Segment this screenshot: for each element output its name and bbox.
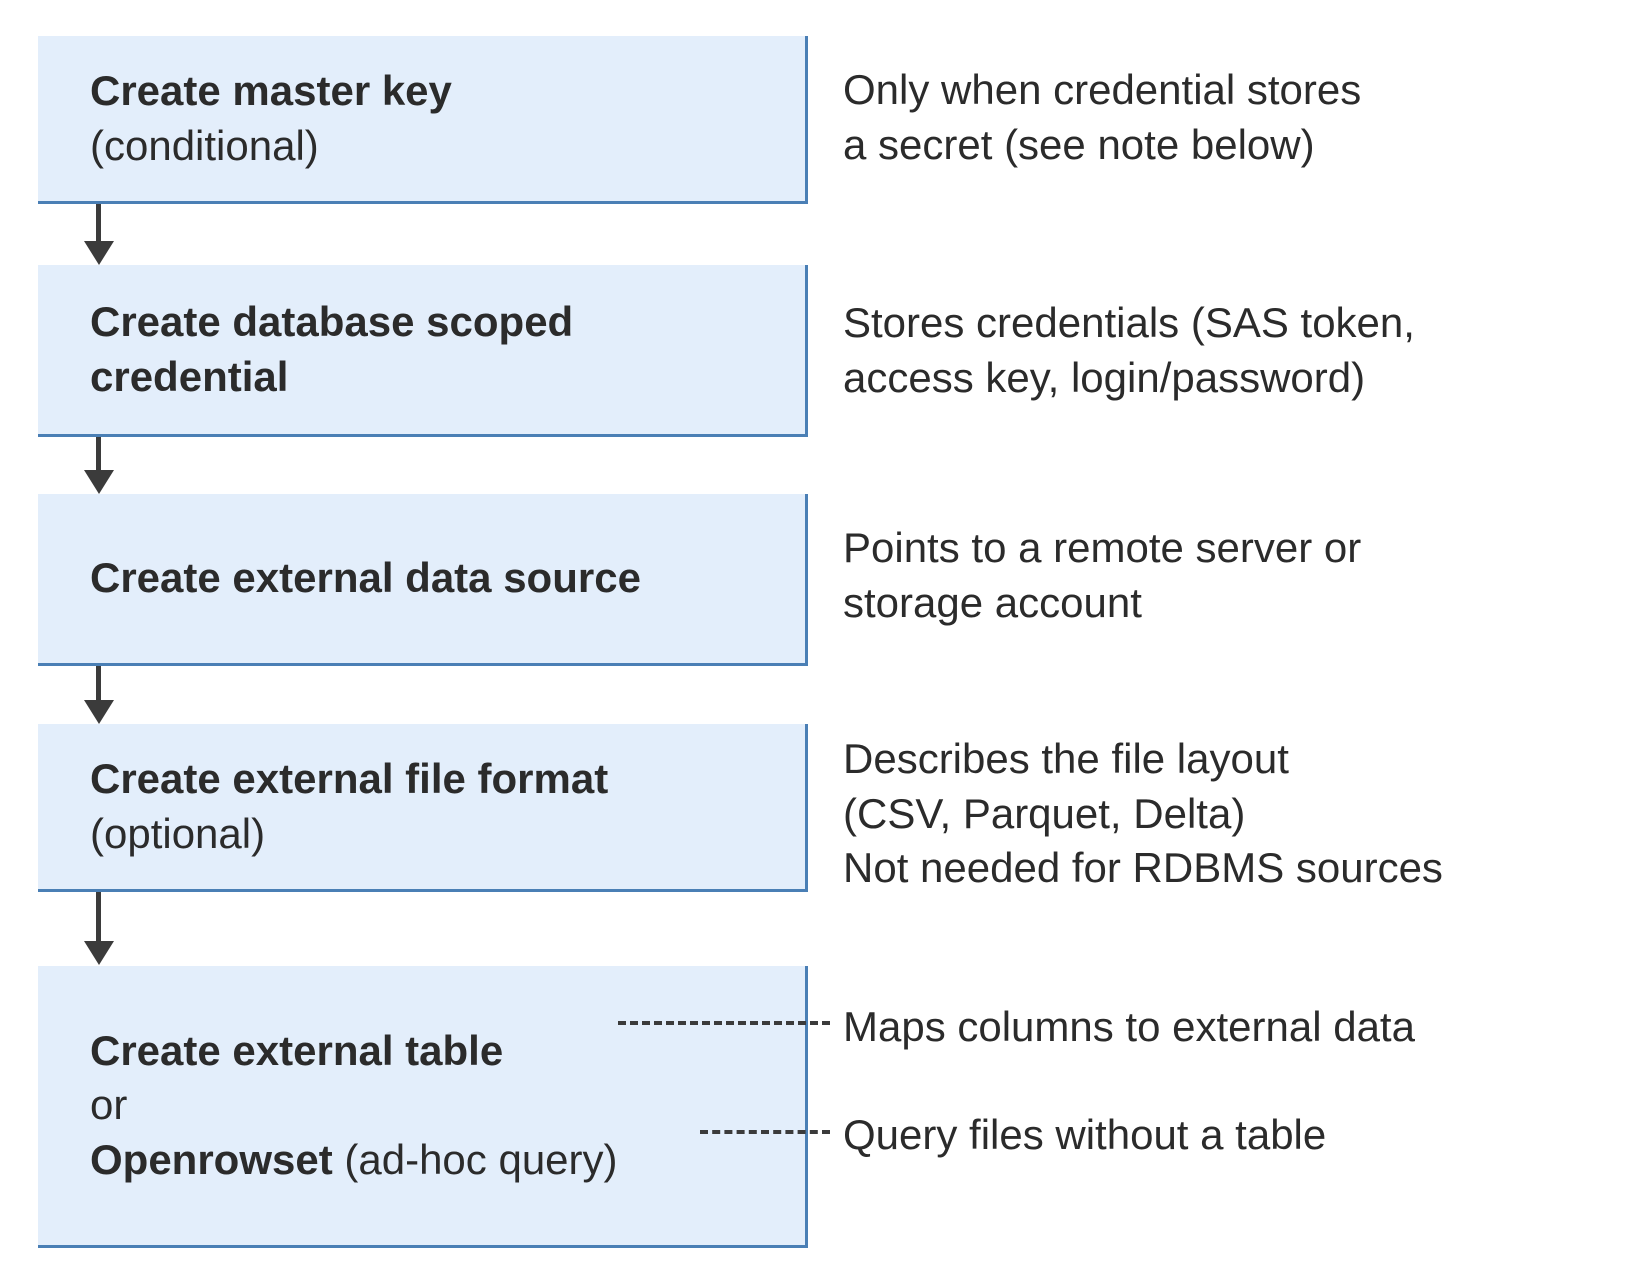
arrow-step2-to-step3 <box>84 437 114 494</box>
annotation-create-master-key: Only when credential stores a secret (se… <box>843 63 1361 172</box>
step-box-create-external-file-format: Create external file format (optional) <box>38 724 808 892</box>
arrow-stem-icon <box>96 437 101 471</box>
step-box-create-external-table-or-openrowset: Create external table or Openrowset (ad-… <box>38 966 808 1248</box>
annotation-create-external-file-format: Describes the file layout (CSV, Parquet,… <box>843 732 1443 896</box>
arrow-head-icon <box>84 241 114 265</box>
step-or-separator: or <box>90 1081 128 1129</box>
leader-line-openrowset <box>700 1130 830 1134</box>
arrow-step4-to-step5 <box>84 892 114 966</box>
step-box-create-master-key: Create master key (conditional) <box>38 36 808 204</box>
annotation-openrowset: Query files without a table <box>843 1111 1327 1158</box>
step-title: Create external table <box>90 1026 504 1074</box>
step-title: Create external data source <box>90 554 641 602</box>
step-title: Create database scoped <box>90 297 574 345</box>
annotation-line: Describes the file layout <box>843 735 1289 782</box>
annotation-line: Not needed for RDBMS sources <box>843 844 1443 892</box>
arrow-head-icon <box>84 700 114 724</box>
arrow-step3-to-step4 <box>84 666 114 724</box>
annotation-line: access key, login/password) <box>843 353 1366 401</box>
step-subtitle: (conditional) <box>90 121 319 169</box>
arrow-stem-icon <box>96 204 101 242</box>
arrow-step1-to-step2 <box>84 204 114 265</box>
annotation-line: storage account <box>843 578 1142 626</box>
step-subtitle: (optional) <box>90 809 266 857</box>
annotation-line: a secret (see note below) <box>843 120 1315 168</box>
arrow-stem-icon <box>96 666 101 701</box>
step-title: Create external file format <box>90 754 609 802</box>
openrowset-label: Openrowset <box>90 1135 333 1183</box>
step-box-create-database-scoped-credential: Create database scoped credential <box>38 265 808 437</box>
annotation-line: Only when credential stores <box>843 66 1362 113</box>
leader-line-external-table <box>618 1021 830 1025</box>
arrow-stem-icon <box>96 892 101 942</box>
annotation-create-external-table: Maps columns to external data <box>843 1003 1415 1050</box>
annotation-create-database-scoped-credential: Stores credentials (SAS token, access ke… <box>843 296 1415 405</box>
annotation-create-external-data-source: Points to a remote server or storage acc… <box>843 521 1361 630</box>
step-title: Create master key <box>90 66 452 114</box>
arrow-head-icon <box>84 941 114 965</box>
step-title-openrowset: Openrowset (ad-hoc query) <box>90 1133 805 1188</box>
annotation-line: Stores credentials (SAS token, <box>843 299 1415 346</box>
step-title-cont: credential <box>90 352 289 400</box>
arrow-head-icon <box>84 470 114 494</box>
openrowset-qualifier: (ad-hoc query) <box>332 1135 618 1183</box>
step-box-create-external-data-source: Create external data source <box>38 494 808 666</box>
annotation-line: Points to a remote server or <box>843 524 1362 571</box>
annotation-line: (CSV, Parquet, Delta) <box>843 789 1246 837</box>
